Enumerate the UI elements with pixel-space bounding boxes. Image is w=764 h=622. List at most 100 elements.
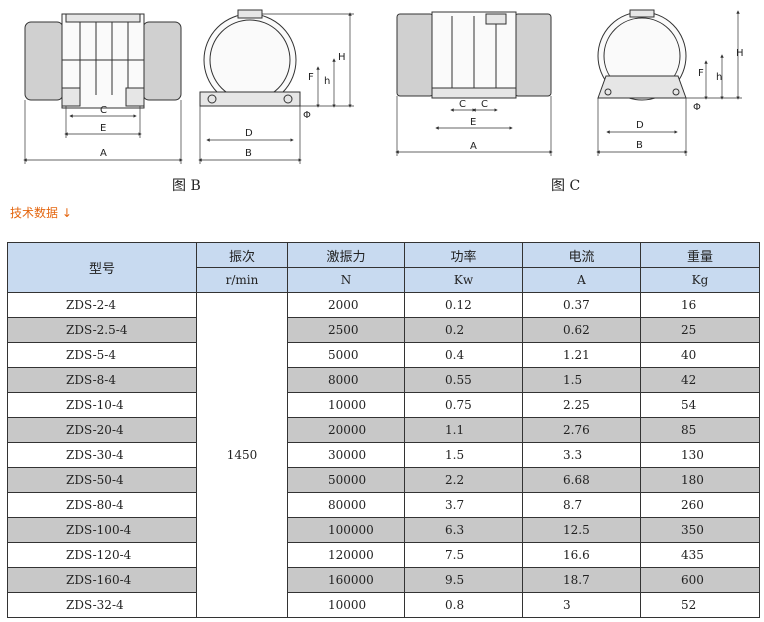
dim-label-d-c: D bbox=[636, 120, 644, 131]
dim-label-h-upper-c: H bbox=[736, 48, 744, 59]
cell-model: ZDS-8-4 bbox=[7, 367, 197, 393]
dim-label-e-c: E bbox=[470, 117, 476, 128]
cell-current: 1.5 bbox=[522, 367, 641, 393]
cell-power: 0.75 bbox=[404, 392, 523, 418]
dim-label-e-b: E bbox=[100, 123, 106, 134]
dim-label-h-lower-c: h bbox=[716, 72, 722, 83]
cell-force: 50000 bbox=[287, 467, 405, 493]
fig-b-side-view bbox=[24, 13, 182, 109]
header-model: 型号 bbox=[7, 242, 197, 293]
fig-c-front-dimensions bbox=[596, 10, 742, 156]
fig-c-side-dimensions bbox=[395, 96, 553, 156]
cell-weight: 52 bbox=[640, 592, 760, 618]
cell-current: 12.5 bbox=[522, 517, 641, 543]
cell-model: ZDS-120-4 bbox=[7, 542, 197, 568]
cell-model: ZDS-5-4 bbox=[7, 342, 197, 368]
dim-label-b-c: B bbox=[636, 140, 643, 151]
cell-power: 0.4 bbox=[404, 342, 523, 368]
cell-power: 6.3 bbox=[404, 517, 523, 543]
dim-label-a-c: A bbox=[470, 141, 477, 152]
figure-c-caption: 图 C bbox=[551, 178, 581, 194]
dim-label-f-c: F bbox=[698, 68, 704, 79]
dim-label-phi-c: Φ bbox=[693, 102, 701, 113]
fig-b-side-dimensions bbox=[23, 100, 183, 164]
cell-force: 10000 bbox=[287, 392, 405, 418]
table-header-row: 型号 振次 激振力 功率 电流 重量 bbox=[7, 242, 760, 293]
cell-weight: 40 bbox=[640, 342, 760, 368]
cell-current: 0.62 bbox=[522, 317, 641, 343]
dim-label-phi-b: Φ bbox=[303, 110, 311, 121]
cell-model: ZDS-100-4 bbox=[7, 517, 197, 543]
cell-power: 1.5 bbox=[404, 442, 523, 468]
cell-force: 80000 bbox=[287, 492, 405, 518]
dim-label-a-b: A bbox=[100, 148, 107, 159]
fig-c-front-view bbox=[597, 9, 687, 101]
dim-label-c1-c: C bbox=[459, 99, 466, 110]
cell-current: 2.25 bbox=[522, 392, 641, 418]
dim-label-c2-c: C bbox=[481, 99, 488, 110]
cell-force: 30000 bbox=[287, 442, 405, 468]
cell-model: ZDS-32-4 bbox=[7, 592, 197, 618]
cell-model: ZDS-10-4 bbox=[7, 392, 197, 418]
cell-power: 0.2 bbox=[404, 317, 523, 343]
cell-force: 100000 bbox=[287, 517, 405, 543]
cell-current: 6.68 bbox=[522, 467, 641, 493]
cell-power: 7.5 bbox=[404, 542, 523, 568]
cell-model: ZDS-30-4 bbox=[7, 442, 197, 468]
cell-power: 3.7 bbox=[404, 492, 523, 518]
cell-force: 2000 bbox=[287, 292, 405, 318]
technical-data-link[interactable]: 技术数据 ↓ bbox=[10, 206, 72, 220]
cell-force: 20000 bbox=[287, 417, 405, 443]
cell-current: 3.3 bbox=[522, 442, 641, 468]
dim-label-h-lower-b: h bbox=[324, 76, 330, 87]
unit-force: N bbox=[287, 267, 405, 293]
cell-weight: 85 bbox=[640, 417, 760, 443]
cell-current: 1.21 bbox=[522, 342, 641, 368]
cell-power: 1.1 bbox=[404, 417, 523, 443]
cell-weight: 435 bbox=[640, 542, 760, 568]
dim-label-h-upper-b: H bbox=[338, 52, 346, 63]
cell-current: 16.6 bbox=[522, 542, 641, 568]
cell-power: 0.12 bbox=[404, 292, 523, 318]
cell-weight: 350 bbox=[640, 517, 760, 543]
cell-force: 8000 bbox=[287, 367, 405, 393]
unit-power: Kw bbox=[404, 267, 523, 293]
cell-current: 18.7 bbox=[522, 567, 641, 593]
cell-weight: 16 bbox=[640, 292, 760, 318]
cell-current: 8.7 bbox=[522, 492, 641, 518]
cell-force: 2500 bbox=[287, 317, 405, 343]
cell-model: ZDS-80-4 bbox=[7, 492, 197, 518]
fig-b-front-dimensions bbox=[198, 12, 354, 164]
cell-weight: 25 bbox=[640, 317, 760, 343]
header-current: 电流 bbox=[522, 242, 641, 268]
cell-force: 120000 bbox=[287, 542, 405, 568]
cell-model: ZDS-50-4 bbox=[7, 467, 197, 493]
cell-weight: 54 bbox=[640, 392, 760, 418]
spec-table: 型号 振次 激振力 功率 电流 重量 r/min N Kw A Kg ZDS-2… bbox=[7, 242, 760, 618]
header-weight: 重量 bbox=[640, 242, 760, 268]
header-force: 激振力 bbox=[287, 242, 405, 268]
cell-power: 9.5 bbox=[404, 567, 523, 593]
cell-model: ZDS-2-4 bbox=[7, 292, 197, 318]
cell-weight: 130 bbox=[640, 442, 760, 468]
header-frequency: 振次 bbox=[196, 242, 288, 268]
cell-power: 2.2 bbox=[404, 467, 523, 493]
unit-weight: Kg bbox=[640, 267, 760, 293]
cell-model: ZDS-2.5-4 bbox=[7, 317, 197, 343]
cell-frequency: 1450 bbox=[196, 292, 288, 618]
unit-current: A bbox=[522, 267, 641, 293]
cell-weight: 600 bbox=[640, 567, 760, 593]
cell-weight: 260 bbox=[640, 492, 760, 518]
dim-label-f-b: F bbox=[308, 72, 314, 83]
dim-label-d-b: D bbox=[245, 128, 253, 139]
cell-force: 5000 bbox=[287, 342, 405, 368]
cell-weight: 180 bbox=[640, 467, 760, 493]
